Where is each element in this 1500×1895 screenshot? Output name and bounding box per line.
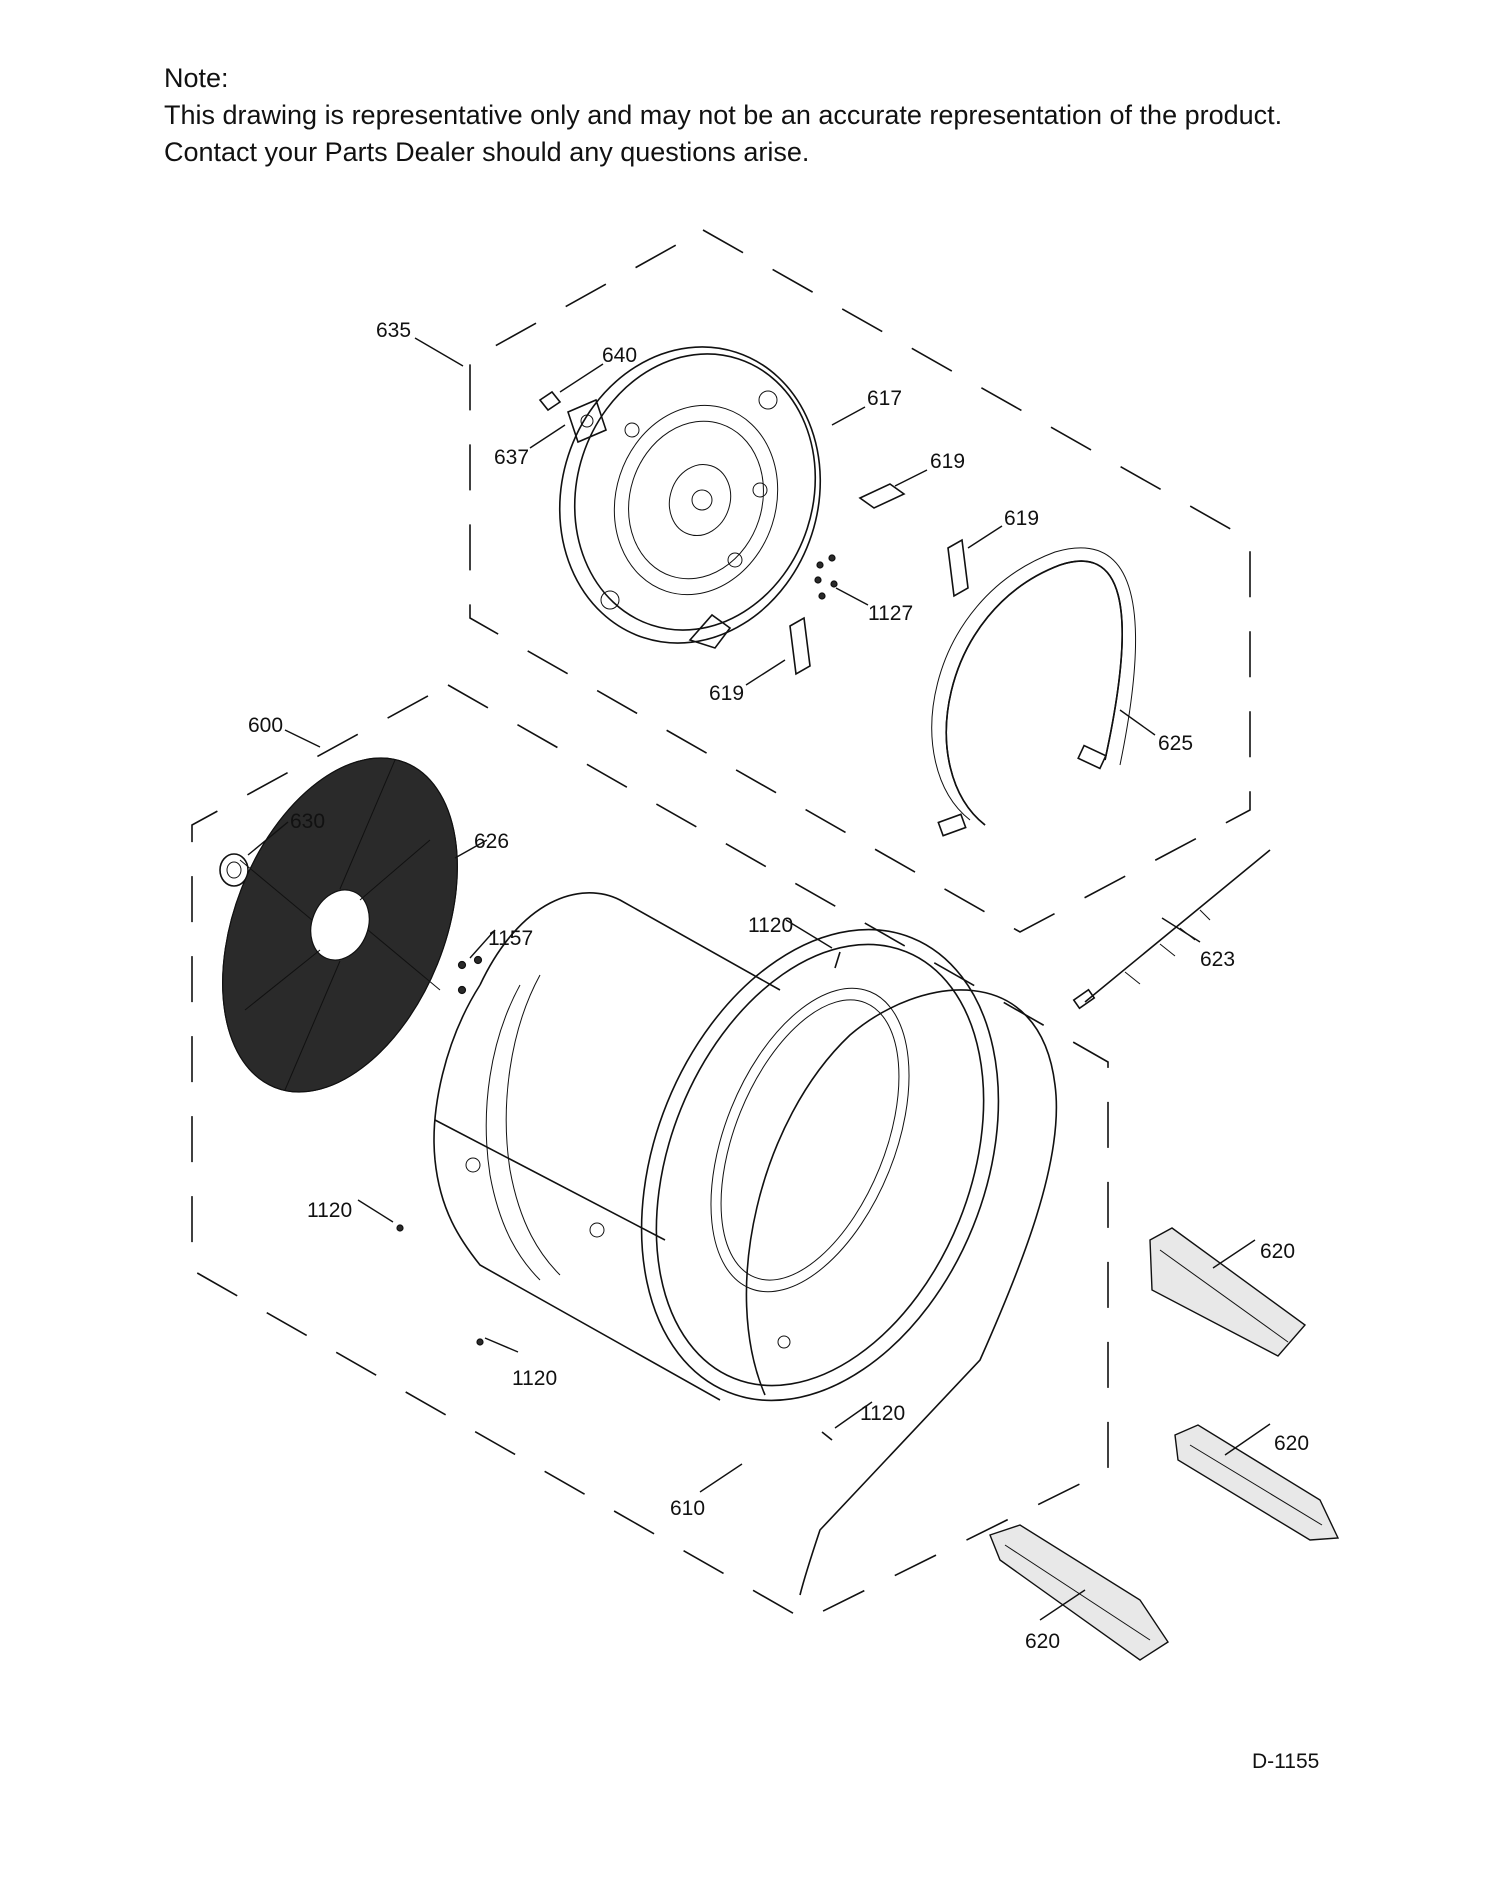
callout-610: 610 xyxy=(670,1497,705,1520)
rear-bulkhead-617 xyxy=(558,346,822,649)
drum xyxy=(433,892,1000,1402)
screw-1120-right xyxy=(821,1431,833,1441)
callout-619-lower: 619 xyxy=(709,682,744,705)
callout-1120-left: 1120 xyxy=(307,1199,352,1222)
rear-grille-626 xyxy=(222,757,458,1093)
callout-623: 623 xyxy=(1200,948,1235,971)
callout-635: 635 xyxy=(376,319,411,342)
callout-640: 640 xyxy=(602,344,637,367)
callout-1120-top: 1120 xyxy=(748,914,793,937)
drum-baffle-620-middle xyxy=(1174,1424,1340,1541)
bracket-619-lower xyxy=(789,616,811,676)
callout-1157: 1157 xyxy=(488,927,533,950)
front-seal-610 xyxy=(745,989,1058,1596)
drum-baffle-620-bottom xyxy=(989,1524,1169,1661)
screw-1120-bottom xyxy=(476,1338,484,1346)
callout-630: 630 xyxy=(290,810,325,833)
callout-620-bottom: 620 xyxy=(1025,1630,1060,1653)
screw-1120-left xyxy=(396,1224,404,1232)
callout-1127: 1127 xyxy=(868,602,913,625)
bracket-640 xyxy=(538,390,562,412)
callout-617: 617 xyxy=(867,387,902,410)
callout-1120-right: 1120 xyxy=(860,1402,905,1425)
plate-637 xyxy=(567,398,607,444)
note-heading: Note: xyxy=(164,63,229,93)
wire-harness-623 xyxy=(1072,849,1271,1010)
disclaimer-note: Note: This drawing is representative onl… xyxy=(164,60,1404,171)
leader-lines xyxy=(247,337,1271,1621)
note-line-2: Contact your Parts Dealer should any que… xyxy=(164,137,810,167)
seal-630 xyxy=(219,853,249,887)
assembly-box-600 xyxy=(191,684,1109,1621)
callout-637: 637 xyxy=(494,446,529,469)
drum-baffle-620-top xyxy=(1149,1227,1307,1357)
callout-620-top: 620 xyxy=(1260,1240,1295,1263)
document-id: D-1155 xyxy=(1252,1750,1319,1773)
assembly-box-635 xyxy=(469,229,1251,933)
bracket-619-upper xyxy=(858,483,906,509)
callout-626: 626 xyxy=(474,830,509,853)
callout-619-upper: 619 xyxy=(930,450,965,473)
screw-1120-top xyxy=(834,951,841,969)
callout-600: 600 xyxy=(248,714,283,737)
callout-625: 625 xyxy=(1158,732,1193,755)
heater-coil-625 xyxy=(931,547,1136,837)
screws-1127 xyxy=(814,554,838,600)
callout-619-middle: 619 xyxy=(1004,507,1039,530)
bracket-619-middle xyxy=(947,538,969,598)
callout-620-middle: 620 xyxy=(1274,1432,1309,1455)
note-line-1: This drawing is representative only and … xyxy=(164,100,1283,130)
screws-1157 xyxy=(457,955,483,995)
callout-1120-bottom: 1120 xyxy=(512,1367,557,1390)
